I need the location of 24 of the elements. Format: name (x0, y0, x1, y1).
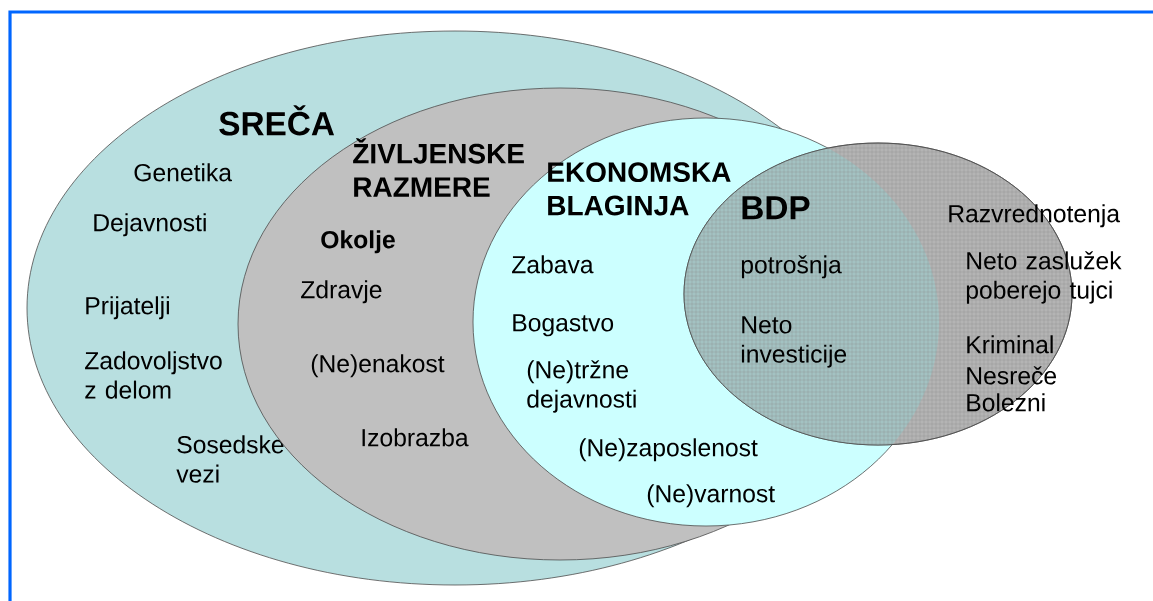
factor-label: Zdravje (301, 280, 382, 304)
factor-label: Zadovoljstvo z delom (85, 351, 222, 399)
factor-label: (Ne)varnost (647, 484, 775, 508)
factor-label: Sosedske vezi (176, 435, 284, 483)
factor-label: Genetika (134, 163, 232, 182)
factor-label: potrošnja (741, 255, 842, 279)
factor-label: Zabava (512, 255, 594, 274)
factor-label: Dejavnosti (94, 213, 206, 237)
factor-label: Izobrazba (362, 428, 469, 447)
factor-label: Nesreče (967, 366, 1056, 385)
region-heading: BDP (742, 196, 810, 220)
factor-label: (Ne)tržne dejavnosti (527, 360, 636, 413)
region-heading: ŽIVLJENSKE RAZMERE (353, 138, 524, 197)
factor-label: (Ne)enakost (311, 354, 445, 378)
factor-label: Neto investicije (741, 316, 847, 368)
factor-label: Razvrednotenja (949, 204, 1120, 228)
factor-label: Kriminal (967, 335, 1053, 354)
factor-label: Bogastvo (513, 314, 614, 337)
region-heading: EKONOMSKA BLAGINJA (548, 162, 731, 216)
region-heading: SREČA (219, 105, 335, 136)
factor-label: Okolje (321, 230, 395, 254)
factor-label: Bolezni (967, 393, 1045, 412)
factor-label: (Ne)zaposlenost (579, 438, 758, 462)
factor-label: Prijatelji (86, 296, 169, 320)
